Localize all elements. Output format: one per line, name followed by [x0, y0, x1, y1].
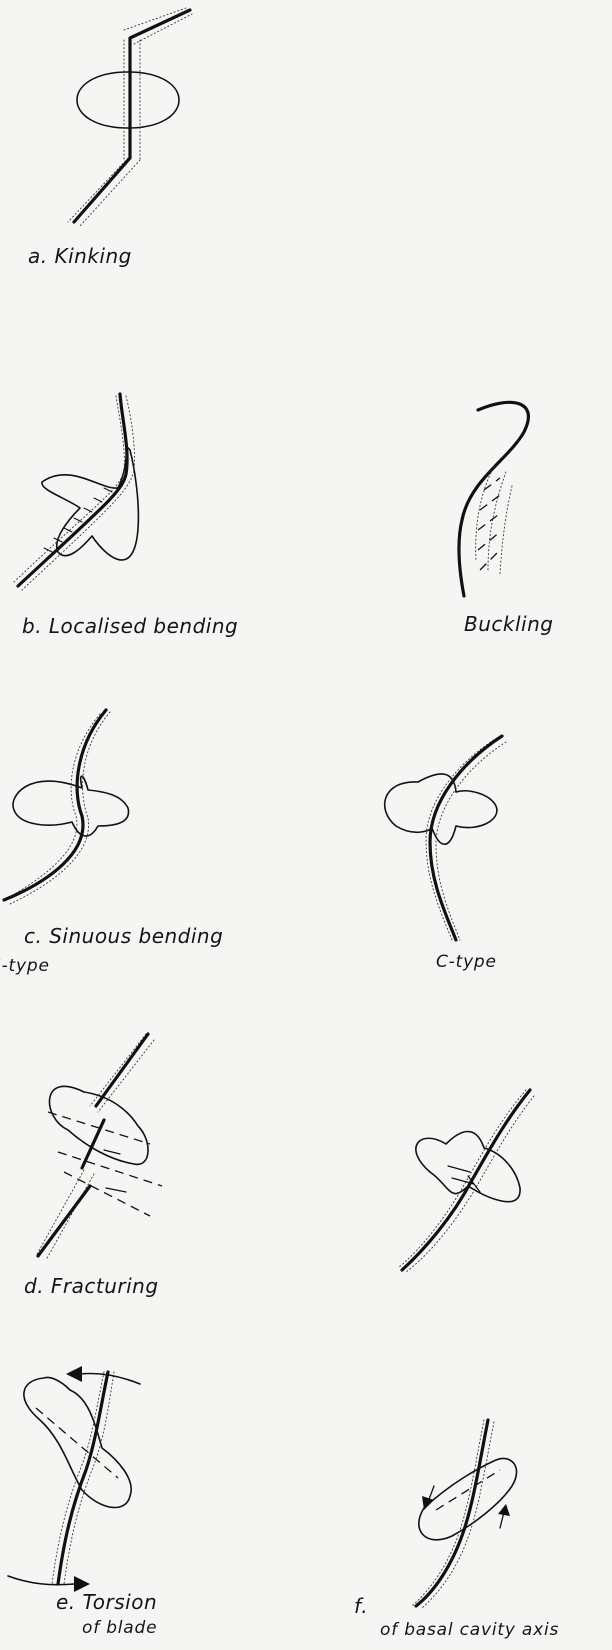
sinuous-c-cross-section [385, 774, 497, 844]
torsion-cross-section [24, 1378, 131, 1508]
torsion-blade-axis [36, 1408, 118, 1478]
sinuous-s-deformed-axis [4, 710, 106, 900]
buckling-hatch [478, 478, 504, 570]
buckling-diagram [459, 402, 528, 596]
torsion-diagram [8, 1366, 140, 1592]
caption-c-type: C-type [436, 952, 497, 972]
caption-kinking: a. Kinking [28, 244, 132, 268]
caption-s-type: S-type [0, 956, 50, 976]
localised-bending-deformed-axis [18, 394, 127, 586]
basal-cavity-cross-section [419, 1458, 517, 1539]
caption-sinuous-bending: c. Sinuous bending [24, 924, 223, 948]
torsion-deformed-axis [58, 1372, 108, 1584]
sinuous-s-cross-section [13, 776, 128, 836]
fracturing-right-slip-arrows [448, 1166, 480, 1192]
caption-localised-bending: b. Localised bending [22, 614, 238, 638]
fracturing-original-position [36, 1034, 154, 1260]
kinking-deformed-axis [74, 10, 190, 222]
fracturing-cross-section [49, 1086, 148, 1164]
caption-torsion: e. Torsion [56, 1590, 157, 1614]
caption-f: f. [354, 1594, 368, 1618]
fracturing-diagram [36, 1034, 162, 1260]
basal-cavity-deformed-axis [416, 1420, 488, 1606]
torsion-top-rotation [80, 1373, 140, 1384]
sinuous-c-deformed-axis [430, 736, 502, 940]
basal-cavity-torsion-diagram [412, 1420, 517, 1608]
basal-cavity-left-arrow-icon [422, 1496, 434, 1510]
localised-bending-hatch [44, 488, 112, 552]
caption-of-blade: of blade [82, 1618, 157, 1638]
caption-buckling: Buckling [464, 612, 553, 636]
torsion-top-arrow-icon [66, 1366, 82, 1382]
fracturing-right-deformed-axis [402, 1090, 530, 1270]
sinuous-c-diagram [385, 736, 506, 940]
sinuous-s-diagram [4, 710, 129, 904]
sinuous-s-original-position [4, 712, 110, 904]
kinking-cross-section [77, 72, 179, 128]
fracturing-right-original-position [398, 1090, 534, 1272]
fracturing-right-cross-section [416, 1132, 520, 1202]
localised-bending-diagram [14, 394, 138, 590]
caption-fracturing: d. Fracturing [24, 1274, 159, 1298]
fracturing-right-diagram [398, 1090, 534, 1272]
caption-basal-cavity-axis: of basal cavity axis [380, 1620, 559, 1640]
basal-cavity-right-arrow-icon [498, 1504, 510, 1516]
kinking-diagram [68, 8, 192, 226]
